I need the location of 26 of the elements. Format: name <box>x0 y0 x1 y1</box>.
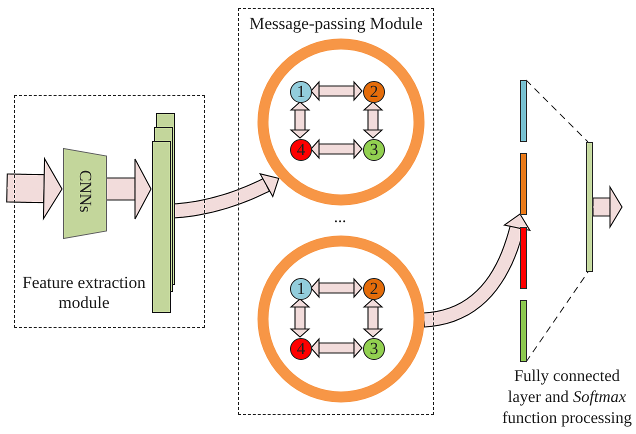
vector-bar <box>520 300 527 362</box>
dashed-line <box>526 80 588 142</box>
graph-node: 1 <box>290 278 312 300</box>
vector-bar <box>520 80 527 142</box>
graph-node: 3 <box>363 139 385 161</box>
vector-bar <box>520 153 527 215</box>
cnn-label: CNNs <box>75 170 95 213</box>
cnn-trapezoid <box>63 148 107 239</box>
graph-node: 1 <box>290 81 312 103</box>
vector-bar <box>586 142 593 272</box>
module-label: Feature extraction module <box>21 273 147 313</box>
module-label: Message-passing Module <box>248 14 424 34</box>
feature-map-stack <box>152 113 174 313</box>
graph-circle <box>257 38 425 206</box>
graph-node: 4 <box>290 139 312 161</box>
dashed-frame <box>238 8 434 415</box>
graph-node: 4 <box>290 338 312 360</box>
graph-node: 2 <box>363 278 385 300</box>
graph-node: 2 <box>363 81 385 103</box>
dashed-frame <box>14 95 205 328</box>
ellipsis: ... <box>332 206 348 227</box>
graph-node: 3 <box>363 338 385 360</box>
vector-bar <box>520 227 527 289</box>
caption-text: Fully connected layer and Softmax function processing <box>501 365 633 428</box>
dashed-line <box>526 272 588 362</box>
graph-circle <box>257 235 425 403</box>
